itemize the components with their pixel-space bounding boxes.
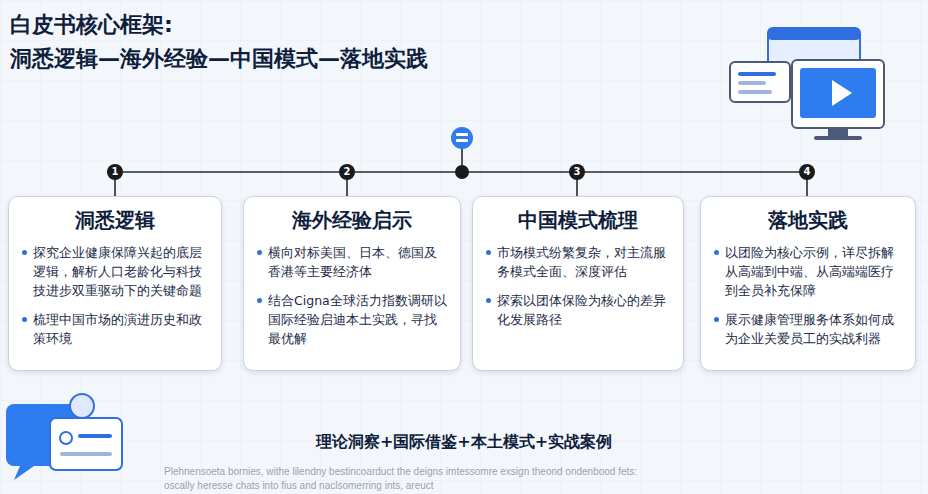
- callout-number: 1: [107, 164, 123, 180]
- card-heading: 落地实践: [713, 207, 903, 233]
- bullet-text: 横向对标美国、日本、德国及香港等主要经济体: [256, 243, 448, 281]
- caption: 理论洞察+国际借鉴+本土模式+实战案例: [160, 432, 768, 453]
- watermark-text: Plehnensoeta bornies, withe lilendny bes…: [164, 466, 764, 477]
- card-heading: 中国模式梳理: [485, 207, 671, 233]
- callout-number: 4: [799, 164, 815, 180]
- stage-card: 中国模式梳理市场模式纷繁复杂，对主流服务模式全面、深度评估探索以团体保险为核心的…: [472, 196, 684, 371]
- bullet-text: 结合Cigna全球活力指数调研以国际经验启迪本土实践，寻找最优解: [256, 291, 448, 348]
- stage-card: 海外经验启示横向对标美国、日本、德国及香港等主要经济体结合Cigna全球活力指数…: [243, 196, 461, 371]
- bullet-text: 探索以团体保险为核心的差异化发展路径: [485, 291, 671, 329]
- callout-number: 3: [569, 164, 585, 180]
- watermark-text: oscally heresse chats into fius and nacl…: [164, 480, 764, 491]
- timeline-dot: [455, 165, 469, 179]
- card-heading: 洞悉逻辑: [21, 207, 209, 233]
- monitor-illustration: [730, 28, 884, 140]
- bullet-text: 展示健康管理服务体系如何成为企业关爱员工的实战利器: [713, 310, 903, 348]
- title-block: 白皮书核心框架:洞悉逻辑—海外经验—中国模式—落地实践: [10, 8, 570, 76]
- bullet-text: 市场模式纷繁复杂，对主流服务模式全面、深度评估: [485, 243, 671, 281]
- bullet-text: 梳理中国市场的演进历史和政策环境: [21, 310, 209, 348]
- callout-number: 2: [339, 164, 355, 180]
- bullet-text: 以团险为核心示例，详尽拆解从高端到中端、从高端端医疗到全员补充保障: [713, 243, 903, 300]
- card-heading: 海外经验启示: [256, 207, 448, 233]
- bullet-text: 探究企业健康保障兴起的底层逻辑，解析人口老龄化与科技技进步双重驱动下的关键命题: [21, 243, 209, 300]
- stage-card: 落地实践以团险为核心示例，详尽拆解从高端到中端、从高端端医疗到全员补充保障展示健…: [700, 196, 916, 371]
- title-line: 白皮书核心框架:: [10, 8, 570, 42]
- timeline: [115, 148, 807, 196]
- center-icon: [451, 127, 473, 149]
- chat-illustration: [6, 394, 122, 480]
- subtitle-line: 洞悉逻辑—海外经验—中国模式—落地实践: [10, 42, 570, 76]
- stage-card: 洞悉逻辑探究企业健康保障兴起的底层逻辑，解析人口老龄化与科技技进步双重驱动下的关…: [8, 196, 222, 371]
